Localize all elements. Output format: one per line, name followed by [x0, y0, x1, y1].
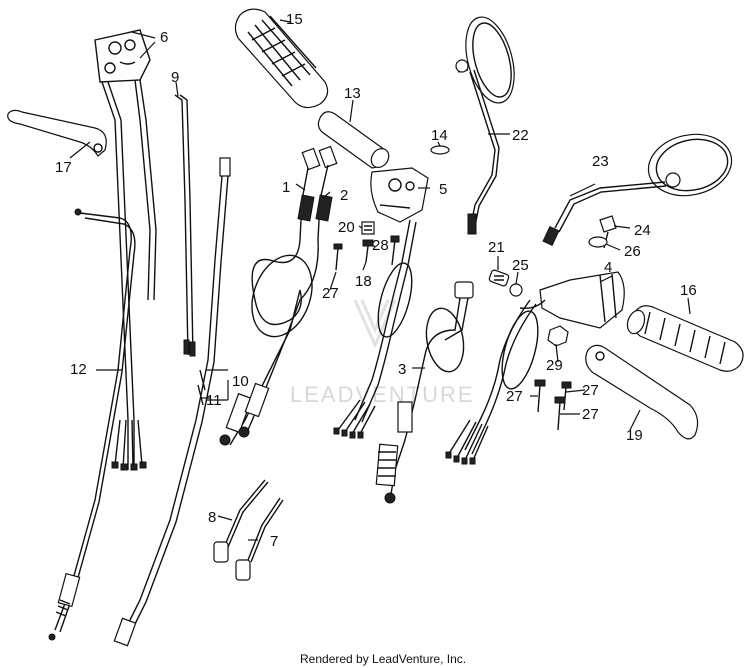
- callout-7: 7: [270, 533, 278, 550]
- callout-22: 22: [512, 127, 529, 144]
- clamp-21-25: [488, 269, 523, 297]
- meter-cables: [113, 157, 231, 647]
- left-grip: [234, 8, 329, 109]
- choke-cable: [174, 94, 196, 357]
- callout-labels: 1 2 3 4 5 6 7 8 9 10 11 12 13 14 15 16 1…: [55, 11, 697, 550]
- clutch-cable: [48, 208, 136, 641]
- callout-12: 12: [70, 361, 87, 378]
- callout-10: 10: [232, 373, 249, 390]
- callout-6: 6: [160, 29, 168, 46]
- callout-29: 29: [546, 357, 563, 374]
- right-grip: [626, 305, 744, 372]
- callout-2: 2: [340, 187, 348, 204]
- callout-20: 20: [338, 219, 355, 236]
- small-hardware-center: [333, 221, 400, 271]
- left-mirror: [455, 16, 515, 235]
- leader-lines: [69, 19, 691, 541]
- front-brake-cable: [375, 281, 474, 504]
- clip-14: [430, 145, 450, 155]
- bolts-27-right: [534, 379, 572, 431]
- callout-21: 21: [488, 239, 505, 256]
- callout-1: 1: [282, 179, 290, 196]
- callout-5: 5: [439, 181, 447, 198]
- callout-28: 28: [372, 237, 389, 254]
- callout-13: 13: [344, 85, 361, 102]
- callout-24: 24: [634, 222, 651, 239]
- throttle-cables: [219, 145, 338, 446]
- callout-23: 23: [592, 153, 609, 170]
- right-mirror: [542, 133, 733, 247]
- front-brake-lever: [585, 344, 699, 440]
- mirror-hardware: [588, 215, 617, 249]
- callout-27-b: 27: [506, 388, 523, 405]
- right-lever-bracket: [519, 271, 625, 329]
- right-switch-harness: [333, 219, 417, 439]
- clutch-lever: [7, 109, 107, 157]
- throttle-tube: [317, 111, 390, 169]
- callout-27-c: 27: [582, 382, 599, 399]
- callout-16: 16: [680, 282, 697, 299]
- watermark-text: LEADVENTURE: [290, 382, 475, 407]
- left-switch-harness: [101, 79, 157, 471]
- callout-3: 3: [398, 361, 406, 378]
- callout-15: 15: [286, 11, 303, 28]
- pivot-nut: [547, 325, 569, 347]
- callout-18: 18: [355, 273, 372, 290]
- callout-26: 26: [624, 243, 641, 260]
- callout-4: 4: [604, 259, 612, 276]
- callout-27-a: 27: [322, 285, 339, 302]
- callout-17: 17: [55, 159, 72, 176]
- callout-19: 19: [626, 427, 643, 444]
- callout-14: 14: [431, 127, 448, 144]
- right-switch-housing: [370, 167, 429, 223]
- right-bracket-harness: [445, 299, 539, 465]
- callout-11: 11: [206, 392, 222, 409]
- small-cables-7-8: [213, 479, 284, 581]
- caption: Rendered by LeadVenture, Inc.: [300, 652, 466, 666]
- callout-25: 25: [512, 257, 529, 274]
- callout-9: 9: [171, 69, 179, 86]
- watermark-logo: [353, 299, 397, 349]
- callout-8: 8: [208, 509, 216, 526]
- callout-27-d: 27: [582, 406, 599, 423]
